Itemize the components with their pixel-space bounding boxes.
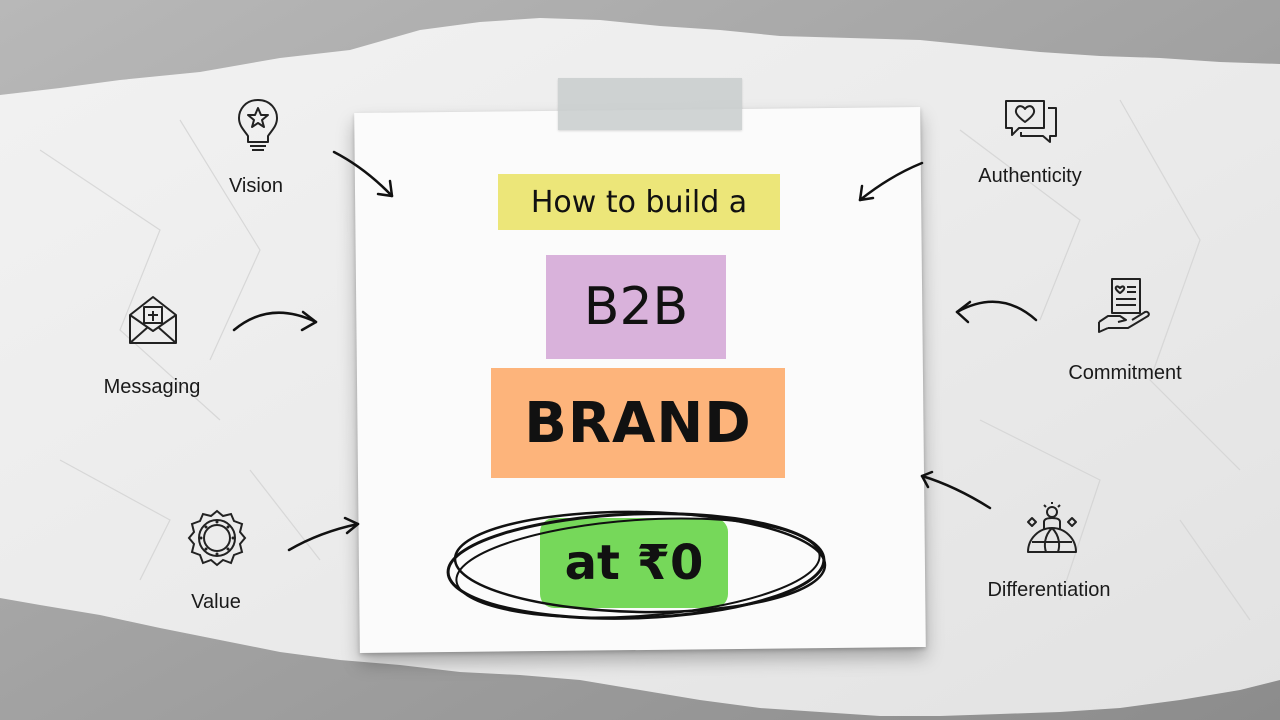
title-line-1-text: How to build a: [530, 184, 748, 220]
title-line-4-text: at ₹0: [564, 535, 704, 591]
person-globe-icon: [1027, 502, 1077, 553]
title-line-3-text: BRAND: [524, 390, 752, 456]
title-line-1: How to build a: [498, 174, 780, 230]
heart-chat-icon: [1005, 100, 1057, 143]
envelope-icon: [129, 296, 177, 344]
title-line-3: BRAND: [491, 368, 785, 478]
commitment-label: Commitment: [1068, 362, 1182, 384]
badge-seal-icon: [187, 509, 247, 567]
lightbulb-star-icon: [238, 99, 278, 151]
vision-label: Vision: [228, 175, 284, 197]
messaging-label: Messaging: [103, 376, 201, 398]
tape-strip: [558, 78, 742, 130]
value-label: Value: [191, 591, 241, 613]
title-line-4: at ₹0: [540, 518, 728, 608]
title-line-2-text: B2B: [583, 277, 689, 337]
authenticity-label: Authenticity: [978, 165, 1082, 187]
differentiation-label: Differentiation: [987, 579, 1111, 601]
hand-document-icon: [1098, 278, 1150, 333]
scribble-circle: [446, 510, 827, 620]
title-line-2: B2B: [546, 255, 726, 359]
